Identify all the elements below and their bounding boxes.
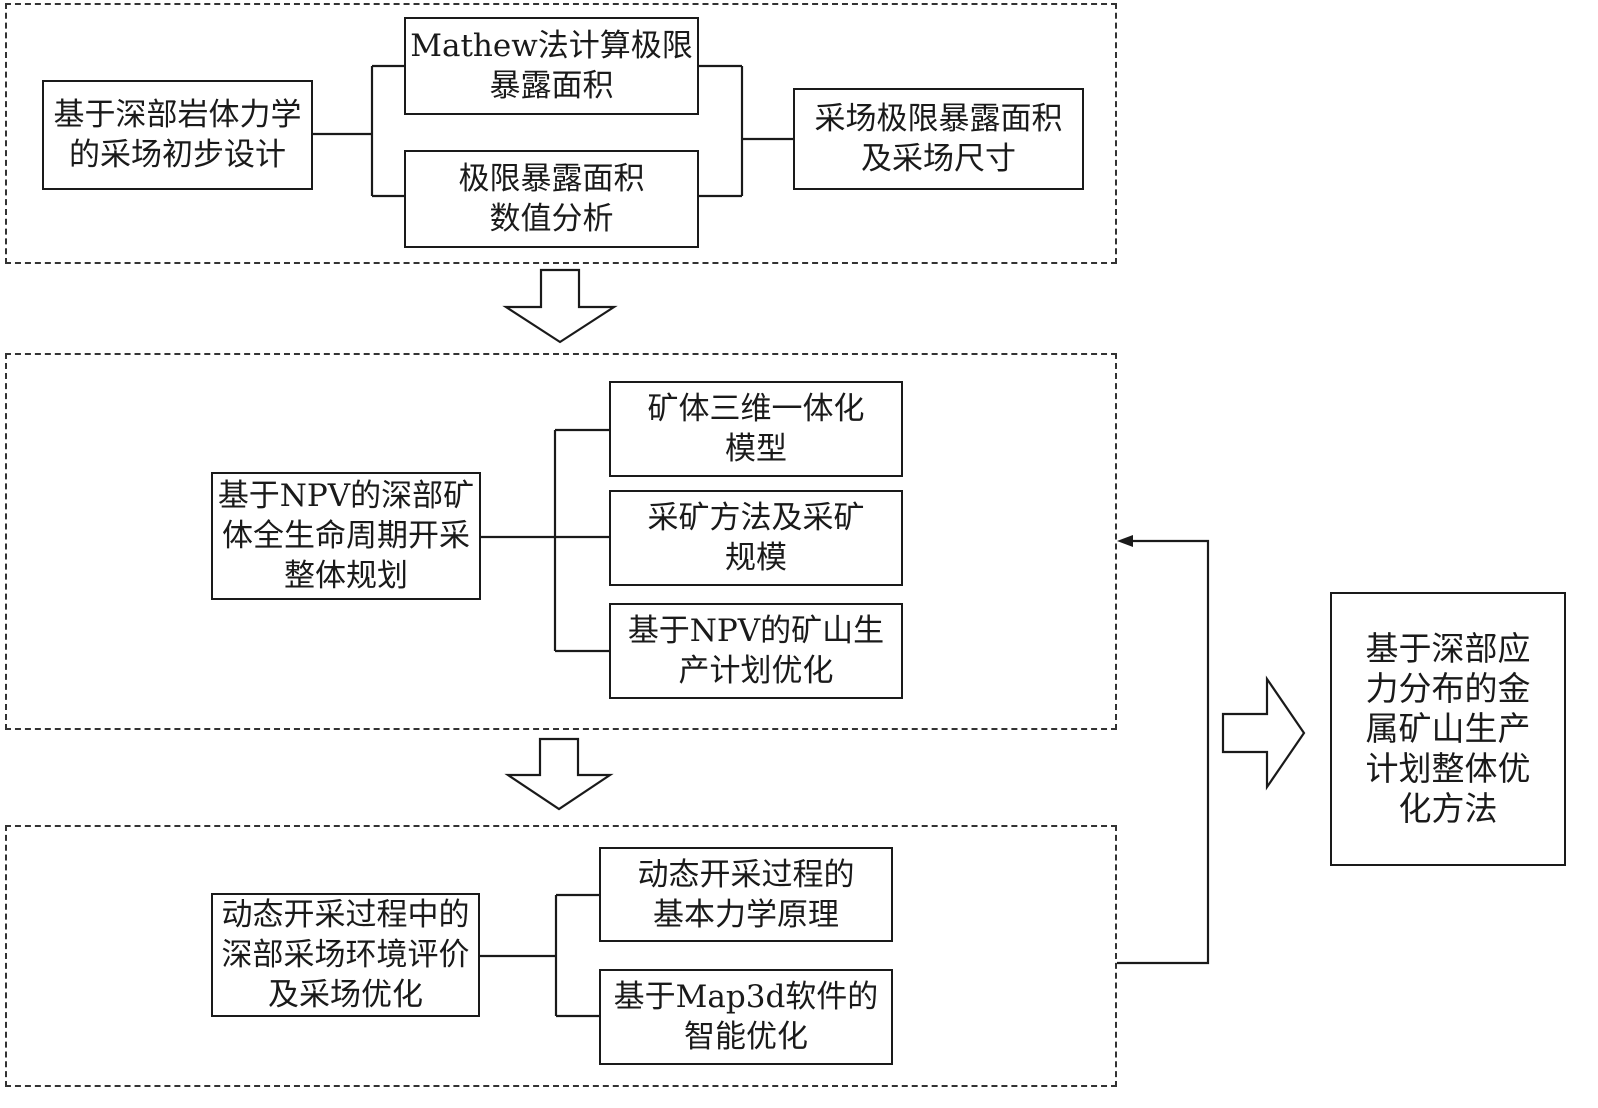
section-2-frame bbox=[5, 353, 1117, 730]
mining-method-scale-box: 采矿方法及采矿 规模 bbox=[609, 490, 903, 586]
mechanics-principle-box: 动态开采过程的 基本力学原理 bbox=[599, 847, 893, 942]
right-arrow bbox=[1221, 675, 1306, 791]
feedback-arrowhead bbox=[1117, 535, 1133, 547]
stope-environment-evaluation-box: 动态开采过程中的 深部采场环境评价 及采场优化 bbox=[211, 893, 480, 1017]
stope-preliminary-design-box: 基于深部岩体力学 的采场初步设计 bbox=[42, 80, 313, 190]
npv-lifecycle-planning-box: 基于NPV的深部矿 体全生命周期开采 整体规划 bbox=[211, 472, 481, 600]
down-arrow-2 bbox=[504, 737, 614, 811]
mathew-method-box: Mathew法计算极限 暴露面积 bbox=[404, 17, 699, 115]
section-3-frame bbox=[5, 825, 1117, 1087]
numerical-analysis-box: 极限暴露面积 数值分析 bbox=[404, 150, 699, 248]
section-1-frame bbox=[5, 3, 1117, 264]
overall-optimization-method-box: 基于深部应 力分布的金 属矿山生产 计划整体优 化方法 bbox=[1330, 592, 1566, 866]
map3d-optimization-box: 基于Map3d软件的 智能优化 bbox=[599, 969, 893, 1065]
npv-production-plan-box: 基于NPV的矿山生 产计划优化 bbox=[609, 603, 903, 699]
down-arrow-1 bbox=[502, 268, 618, 344]
stope-size-result-box: 采场极限暴露面积 及采场尺寸 bbox=[793, 88, 1084, 190]
orebody-3d-model-box: 矿体三维一体化 模型 bbox=[609, 381, 903, 477]
